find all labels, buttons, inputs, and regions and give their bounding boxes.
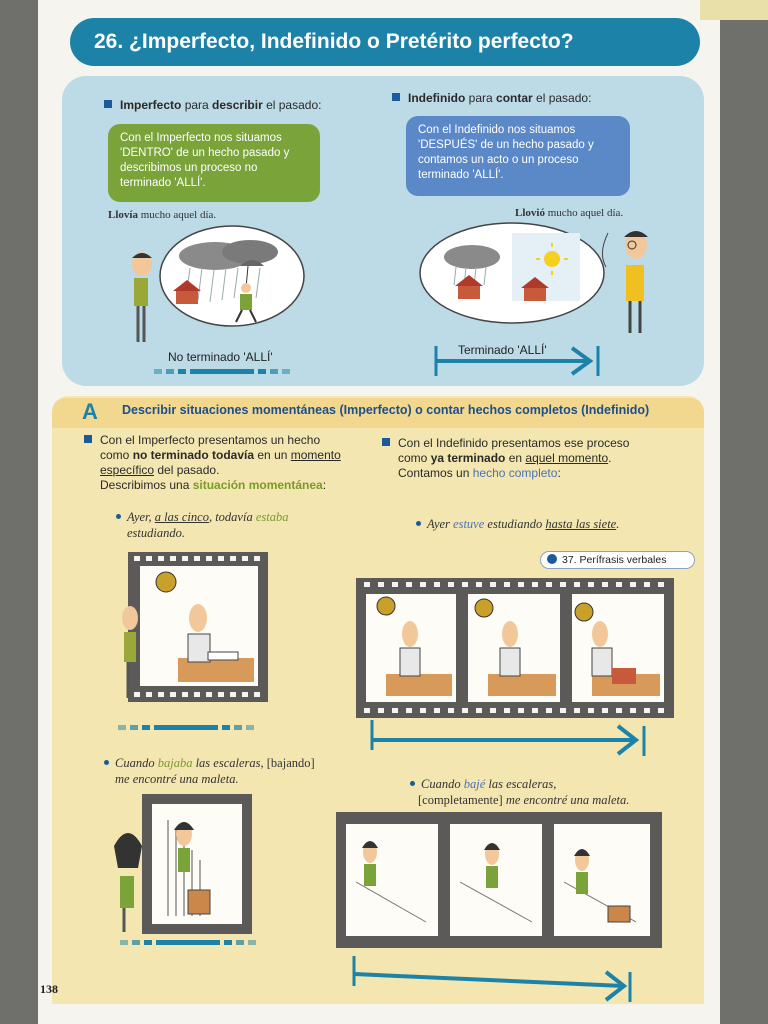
caption-no-terminado: No terminado 'ALLÍ' <box>168 350 273 364</box>
dashed-timeline-studying <box>118 725 258 730</box>
quote-llovio: Llovió mucho aquel día. <box>515 207 624 219</box>
page-title: 26. ¿Imperfecto, Indefinido o Pretérito … <box>70 18 700 66</box>
timeline-arrow-stairs <box>352 956 632 1002</box>
dashed-timeline-stairs <box>120 940 260 945</box>
imperfecto-heading: Imperfecto para describir el pasado: <box>104 98 321 112</box>
filmstrip-studying-complete <box>356 578 674 718</box>
example-estaba: Ayer, a las cinco, todavía estaba estudi… <box>116 509 336 541</box>
section-a-header <box>52 398 704 428</box>
square-bullet-icon <box>382 438 390 446</box>
example-estuve: Ayer estuve estudiando hasta las siete. <box>416 516 676 532</box>
sunny-scene-illustration <box>419 222 648 333</box>
section-a-title: Describir situaciones momentáneas (Imper… <box>122 403 650 417</box>
dashed-timeline-left <box>154 369 294 374</box>
timeline-arrow-right <box>434 346 600 376</box>
round-bullet-icon <box>410 781 415 786</box>
filmstrip-stairs-single <box>114 794 252 934</box>
page-corner <box>700 0 768 20</box>
imperfecto-bubble: Con el Imperfecto nos situamos 'DENTRO' … <box>108 124 320 202</box>
square-bullet-icon <box>392 93 400 101</box>
indefinido-bubble: Con el Indefinido nos situamos 'DESPUÉS'… <box>406 116 630 196</box>
round-bullet-icon <box>416 521 421 526</box>
rain-scene-illustration <box>132 225 305 342</box>
example-baje: Cuando bajé las escaleras, [completament… <box>410 776 680 808</box>
indefinido-explanation: Con el Indefinido presentamos ese proces… <box>382 436 682 481</box>
timeline-arrow-studying <box>370 720 646 756</box>
caption-terminado: Terminado 'ALLÍ' <box>458 343 547 357</box>
square-bullet-icon <box>84 435 92 443</box>
cross-reference-link[interactable]: 37. Perífrasis verbales <box>540 551 695 569</box>
round-bullet-icon <box>104 760 109 765</box>
filmstrip-studying-single <box>122 552 268 702</box>
example-bajaba: Cuando bajaba las escaleras, [bajando] m… <box>104 755 344 787</box>
imperfecto-explanation: Con el Imperfecto presentamos un hecho c… <box>84 433 374 493</box>
indefinido-heading: Indefinido para contar el pasado: <box>392 91 591 105</box>
arrow-circle-icon <box>547 554 557 564</box>
round-bullet-icon <box>116 514 121 519</box>
filmstrip-stairs-complete <box>336 812 662 948</box>
page-number: 138 <box>40 982 58 996</box>
quote-llovia: Llovía mucho aquel día. <box>108 209 217 221</box>
square-bullet-icon <box>104 100 112 108</box>
section-letter: A <box>82 399 98 424</box>
